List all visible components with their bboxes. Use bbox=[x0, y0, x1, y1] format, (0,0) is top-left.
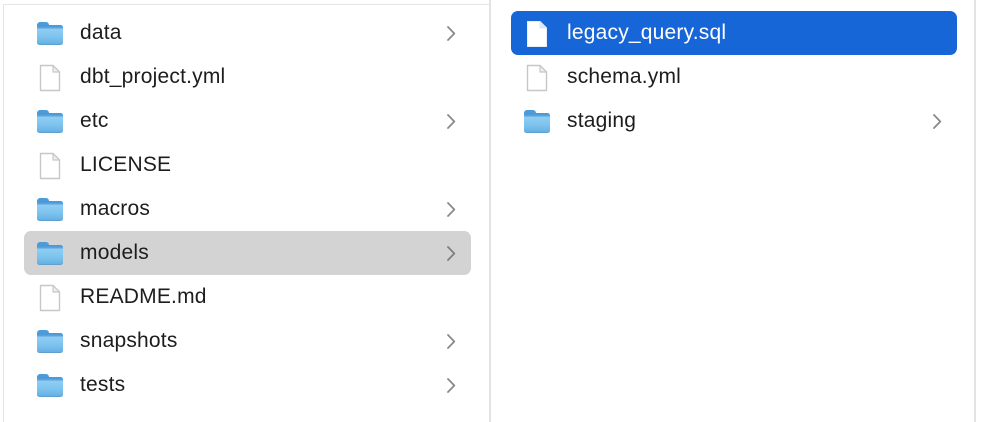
file-row-label: etc bbox=[80, 109, 109, 132]
file-row-snapshots[interactable]: snapshots bbox=[24, 319, 471, 363]
file-row-label: README.md bbox=[80, 285, 207, 308]
chevron-right-icon bbox=[446, 245, 456, 262]
file-row-etc[interactable]: etc bbox=[24, 99, 471, 143]
document-icon bbox=[37, 64, 64, 91]
folder-icon bbox=[37, 109, 64, 133]
finder-column-models-contents: legacy_query.sql schema.yml staging bbox=[492, 0, 974, 143]
file-row-label: legacy_query.sql bbox=[567, 21, 727, 44]
file-row-label: macros bbox=[80, 197, 151, 220]
chevron-right-icon bbox=[446, 377, 456, 394]
file-row-legacy-query-sql-selected[interactable]: legacy_query.sql bbox=[511, 11, 957, 55]
folder-icon bbox=[37, 329, 64, 353]
file-row-tests[interactable]: tests bbox=[24, 363, 471, 407]
finder-column-parent: data dbt_project.yml etc LICENSE macros … bbox=[4, 0, 489, 407]
file-row-models-selected[interactable]: models bbox=[24, 231, 471, 275]
file-row-label: data bbox=[80, 21, 122, 44]
chevron-right-icon bbox=[446, 25, 456, 42]
panel-top-border bbox=[3, 4, 490, 5]
file-row-license[interactable]: LICENSE bbox=[24, 143, 471, 187]
column-divider[interactable] bbox=[489, 0, 491, 422]
chevron-right-icon bbox=[932, 113, 942, 130]
file-row-label: dbt_project.yml bbox=[80, 65, 226, 88]
file-row-label: snapshots bbox=[80, 329, 178, 352]
chevron-right-icon bbox=[446, 201, 456, 218]
document-icon bbox=[524, 64, 551, 91]
file-row-readme-md[interactable]: README.md bbox=[24, 275, 471, 319]
file-row-label: LICENSE bbox=[80, 153, 172, 176]
chevron-right-icon bbox=[446, 333, 456, 350]
panel-left-border bbox=[3, 4, 4, 422]
column-divider[interactable] bbox=[974, 0, 976, 422]
file-row-label: tests bbox=[80, 373, 126, 396]
document-icon bbox=[37, 152, 64, 179]
file-row-label: schema.yml bbox=[567, 65, 682, 88]
file-row-dbt-project-yml[interactable]: dbt_project.yml bbox=[24, 55, 471, 99]
folder-icon bbox=[524, 109, 551, 133]
file-row-staging[interactable]: staging bbox=[511, 99, 957, 143]
file-row-macros[interactable]: macros bbox=[24, 187, 471, 231]
file-row-data[interactable]: data bbox=[24, 11, 471, 55]
folder-icon bbox=[37, 373, 64, 397]
folder-icon bbox=[37, 197, 64, 221]
folder-icon bbox=[37, 21, 64, 45]
folder-icon bbox=[37, 241, 64, 265]
chevron-right-icon bbox=[446, 113, 456, 130]
file-row-schema-yml[interactable]: schema.yml bbox=[511, 55, 957, 99]
file-row-label: models bbox=[80, 241, 149, 264]
document-icon bbox=[524, 20, 551, 47]
file-row-label: staging bbox=[567, 109, 637, 132]
document-icon bbox=[37, 284, 64, 311]
